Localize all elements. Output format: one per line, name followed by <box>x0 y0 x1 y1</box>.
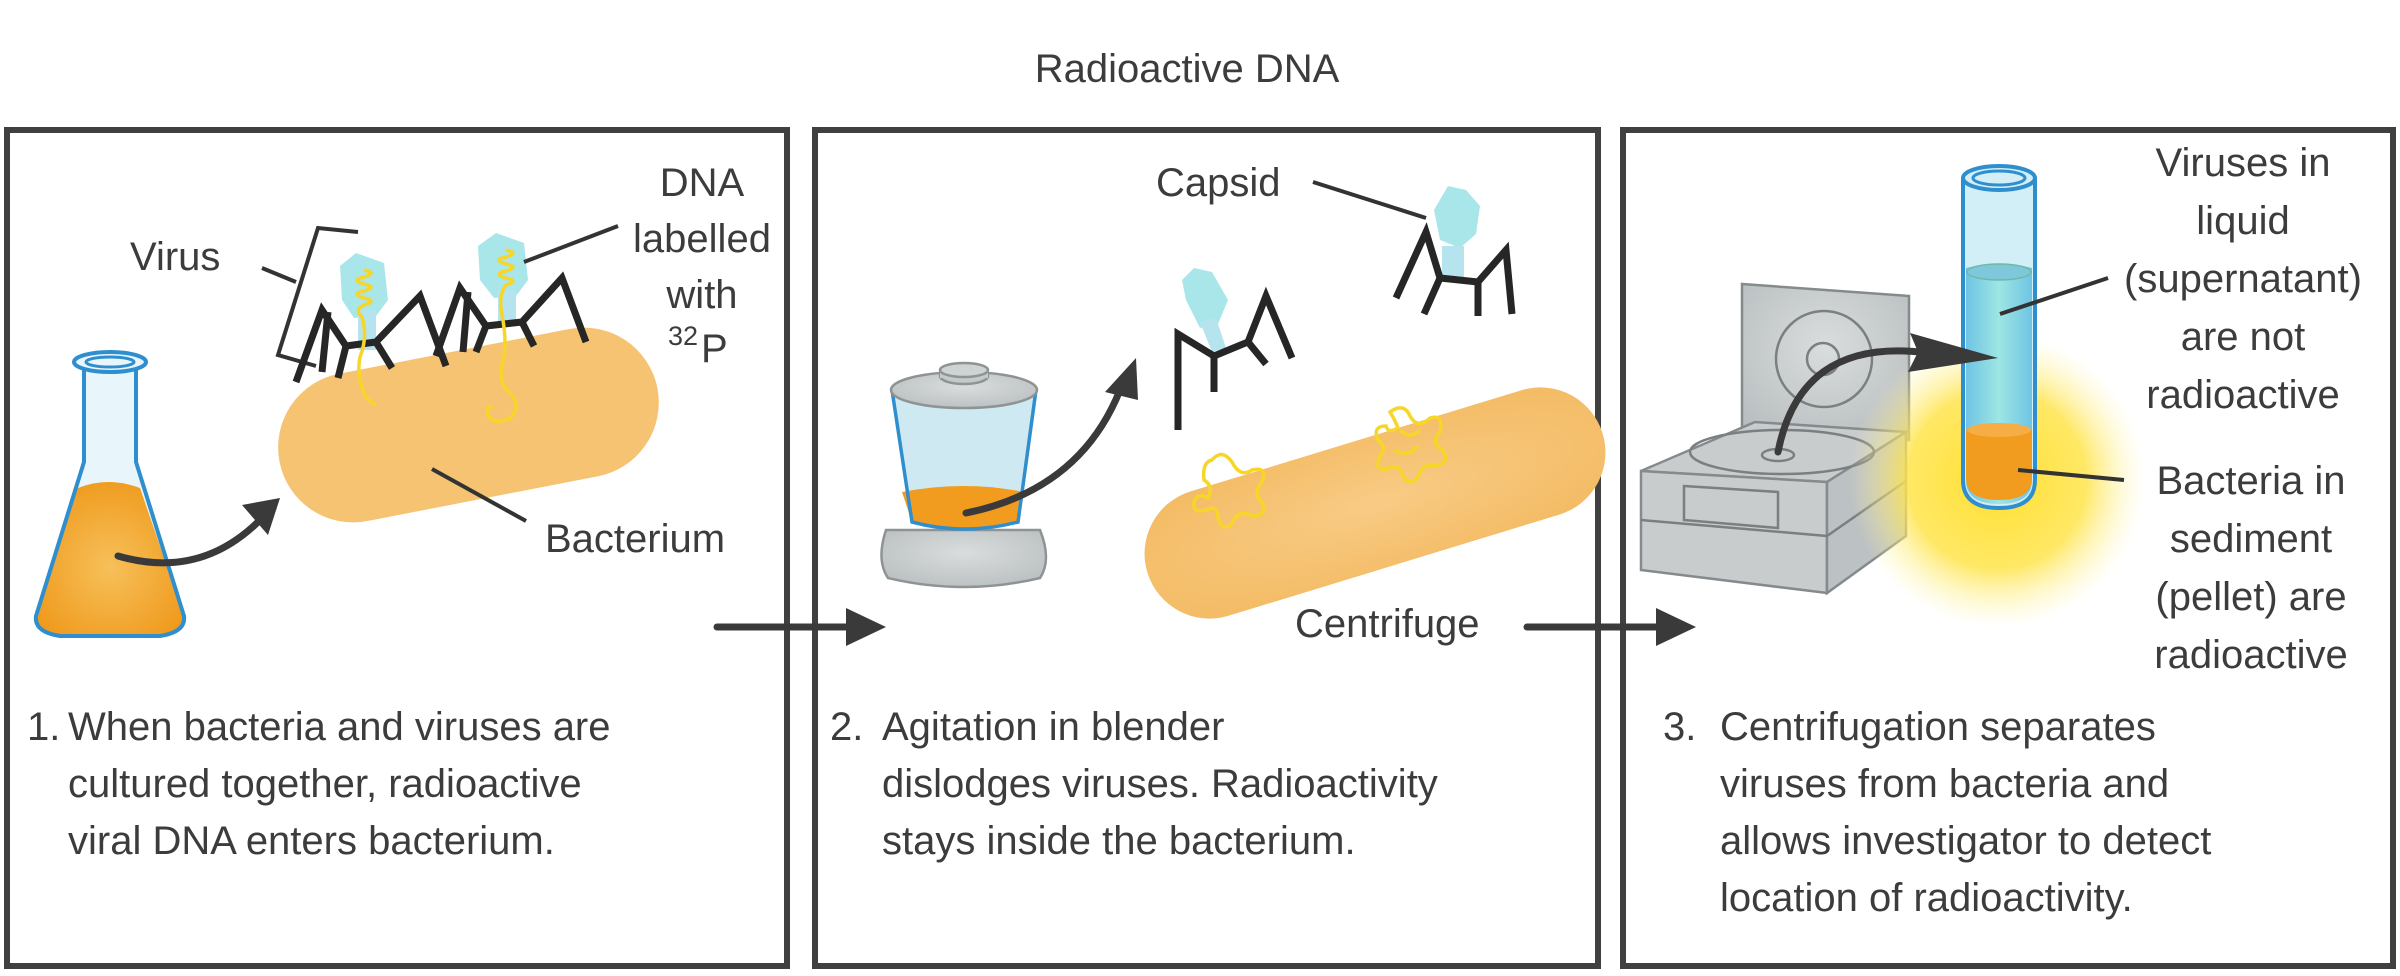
label-capsid: Capsid <box>1156 161 1281 205</box>
caption-line: Centrifugation separates <box>1720 705 2156 749</box>
label-dna-line-2: labelled <box>633 217 771 261</box>
leader-pellet <box>2017 468 2125 482</box>
capsid-icon <box>1392 186 1516 316</box>
virus-icon <box>432 233 590 423</box>
label-line: radioactive <box>2154 633 2347 677</box>
label-line: liquid <box>2196 199 2289 243</box>
bacterium-icon <box>1144 387 1606 619</box>
step-number: 2. <box>830 705 863 749</box>
caption-line: location of radioactivity. <box>1720 876 2133 920</box>
dna-tangle-icon <box>1192 406 1448 529</box>
label-supernatant: Viruses in liquid (supernatant) are not … <box>2124 141 2362 417</box>
arrow-step2-to-step3 <box>1523 608 1696 646</box>
blender-icon <box>880 361 1048 589</box>
caption-step-3: 3. Centrifugation separates viruses from… <box>1663 705 2211 920</box>
caption-line: cultured together, radioactive <box>68 762 582 806</box>
arrow-step1-to-step2 <box>713 608 886 646</box>
virus-icon <box>292 253 450 407</box>
label-bacterium: Bacterium <box>545 517 725 561</box>
caption-line: Agitation in blender <box>882 705 1224 749</box>
caption-step-2: 2. Agitation in blender dislodges viruse… <box>830 705 1438 863</box>
caption-line: stays inside the bacterium. <box>882 819 1356 863</box>
isotope-symbol: P <box>701 327 728 371</box>
virus-bracket <box>261 225 359 368</box>
step-number: 3. <box>1663 705 1696 749</box>
curved-arrow-icon <box>962 358 1138 517</box>
caption-line: allows investigator to detect <box>1720 819 2211 863</box>
label-line: sediment <box>2170 517 2332 561</box>
label-line: (pellet) are <box>2155 575 2346 619</box>
label-virus: Virus <box>130 235 220 279</box>
label-dna-line-3: with <box>665 273 737 317</box>
diagram-title: Radioactive DNA <box>1035 47 1340 91</box>
leader-bacterium <box>431 467 527 523</box>
label-line: Bacteria in <box>2157 459 2346 503</box>
caption-line: dislodges viruses. Radioactivity <box>882 762 1438 806</box>
curved-arrow-icon <box>1774 333 1998 456</box>
test-tube-icon <box>1961 164 2037 511</box>
bacterium-icon <box>278 327 659 523</box>
label-centrifuge: Centrifuge <box>1295 602 1480 646</box>
caption-step-1: 1. When bacteria and viruses are culture… <box>27 705 611 863</box>
flask-icon <box>33 350 187 638</box>
capsid-icon <box>1174 268 1296 430</box>
label-line: (supernatant) <box>2124 257 2362 301</box>
caption-line: When bacteria and viruses are <box>68 705 611 749</box>
caption-line: viral DNA enters bacterium. <box>68 819 555 863</box>
leader-dna <box>523 224 619 264</box>
label-pellet: Bacteria in sediment (pellet) are radioa… <box>2154 459 2347 677</box>
curved-arrow-icon <box>114 498 280 567</box>
label-line: radioactive <box>2146 373 2339 417</box>
label-dna-labelled: DNA labelled with <box>633 161 771 317</box>
leader-capsid <box>1312 180 1427 220</box>
isotope-mass-number: 32 <box>668 321 698 351</box>
step-number: 1. <box>27 705 60 749</box>
label-dna-line-1: DNA <box>660 161 745 205</box>
leader-supernatant <box>1999 276 2109 316</box>
label-line: are not <box>2181 315 2306 359</box>
caption-line: viruses from bacteria and <box>1720 762 2169 806</box>
label-line: Viruses in <box>2156 141 2331 185</box>
